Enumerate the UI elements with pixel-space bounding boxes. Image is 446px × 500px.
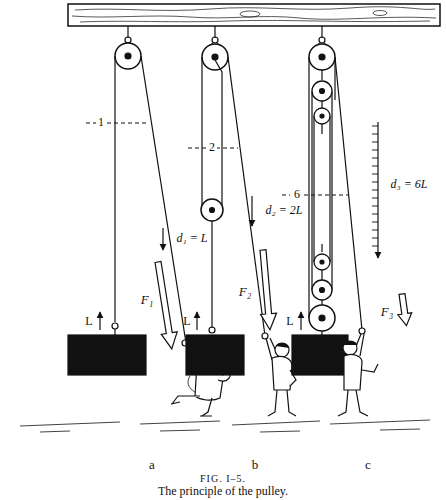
load-label: L [85, 315, 92, 328]
load-label: L [286, 315, 293, 328]
panel-letter: b [252, 458, 259, 472]
dimension-label: d₃ = 6L [391, 178, 428, 191]
man-pulling [262, 333, 296, 416]
callout-number: 1 [96, 116, 106, 129]
dimension-label: d₁ = L [177, 232, 208, 245]
ceiling-beam [68, 4, 440, 26]
block-and-tackle [282, 26, 413, 416]
callout-number: 2 [207, 141, 217, 154]
load-label: L [183, 315, 190, 328]
figure-caption: The principle of the pulley. [158, 485, 288, 498]
ground-strokes [20, 420, 430, 432]
panel-letter: c [365, 458, 371, 472]
panel-letter: a [149, 458, 155, 472]
fixed-and-movable-pulley [186, 26, 296, 416]
man-pulling [338, 328, 378, 416]
dimension-label: d₂ = 2L [266, 204, 303, 217]
force-label: F₂ [239, 285, 251, 299]
figure-number: FIG. I–5. [200, 473, 246, 484]
callout-number: 6 [292, 188, 302, 201]
force-label: F₃ [381, 305, 393, 319]
force-label: F₁ [141, 293, 153, 307]
